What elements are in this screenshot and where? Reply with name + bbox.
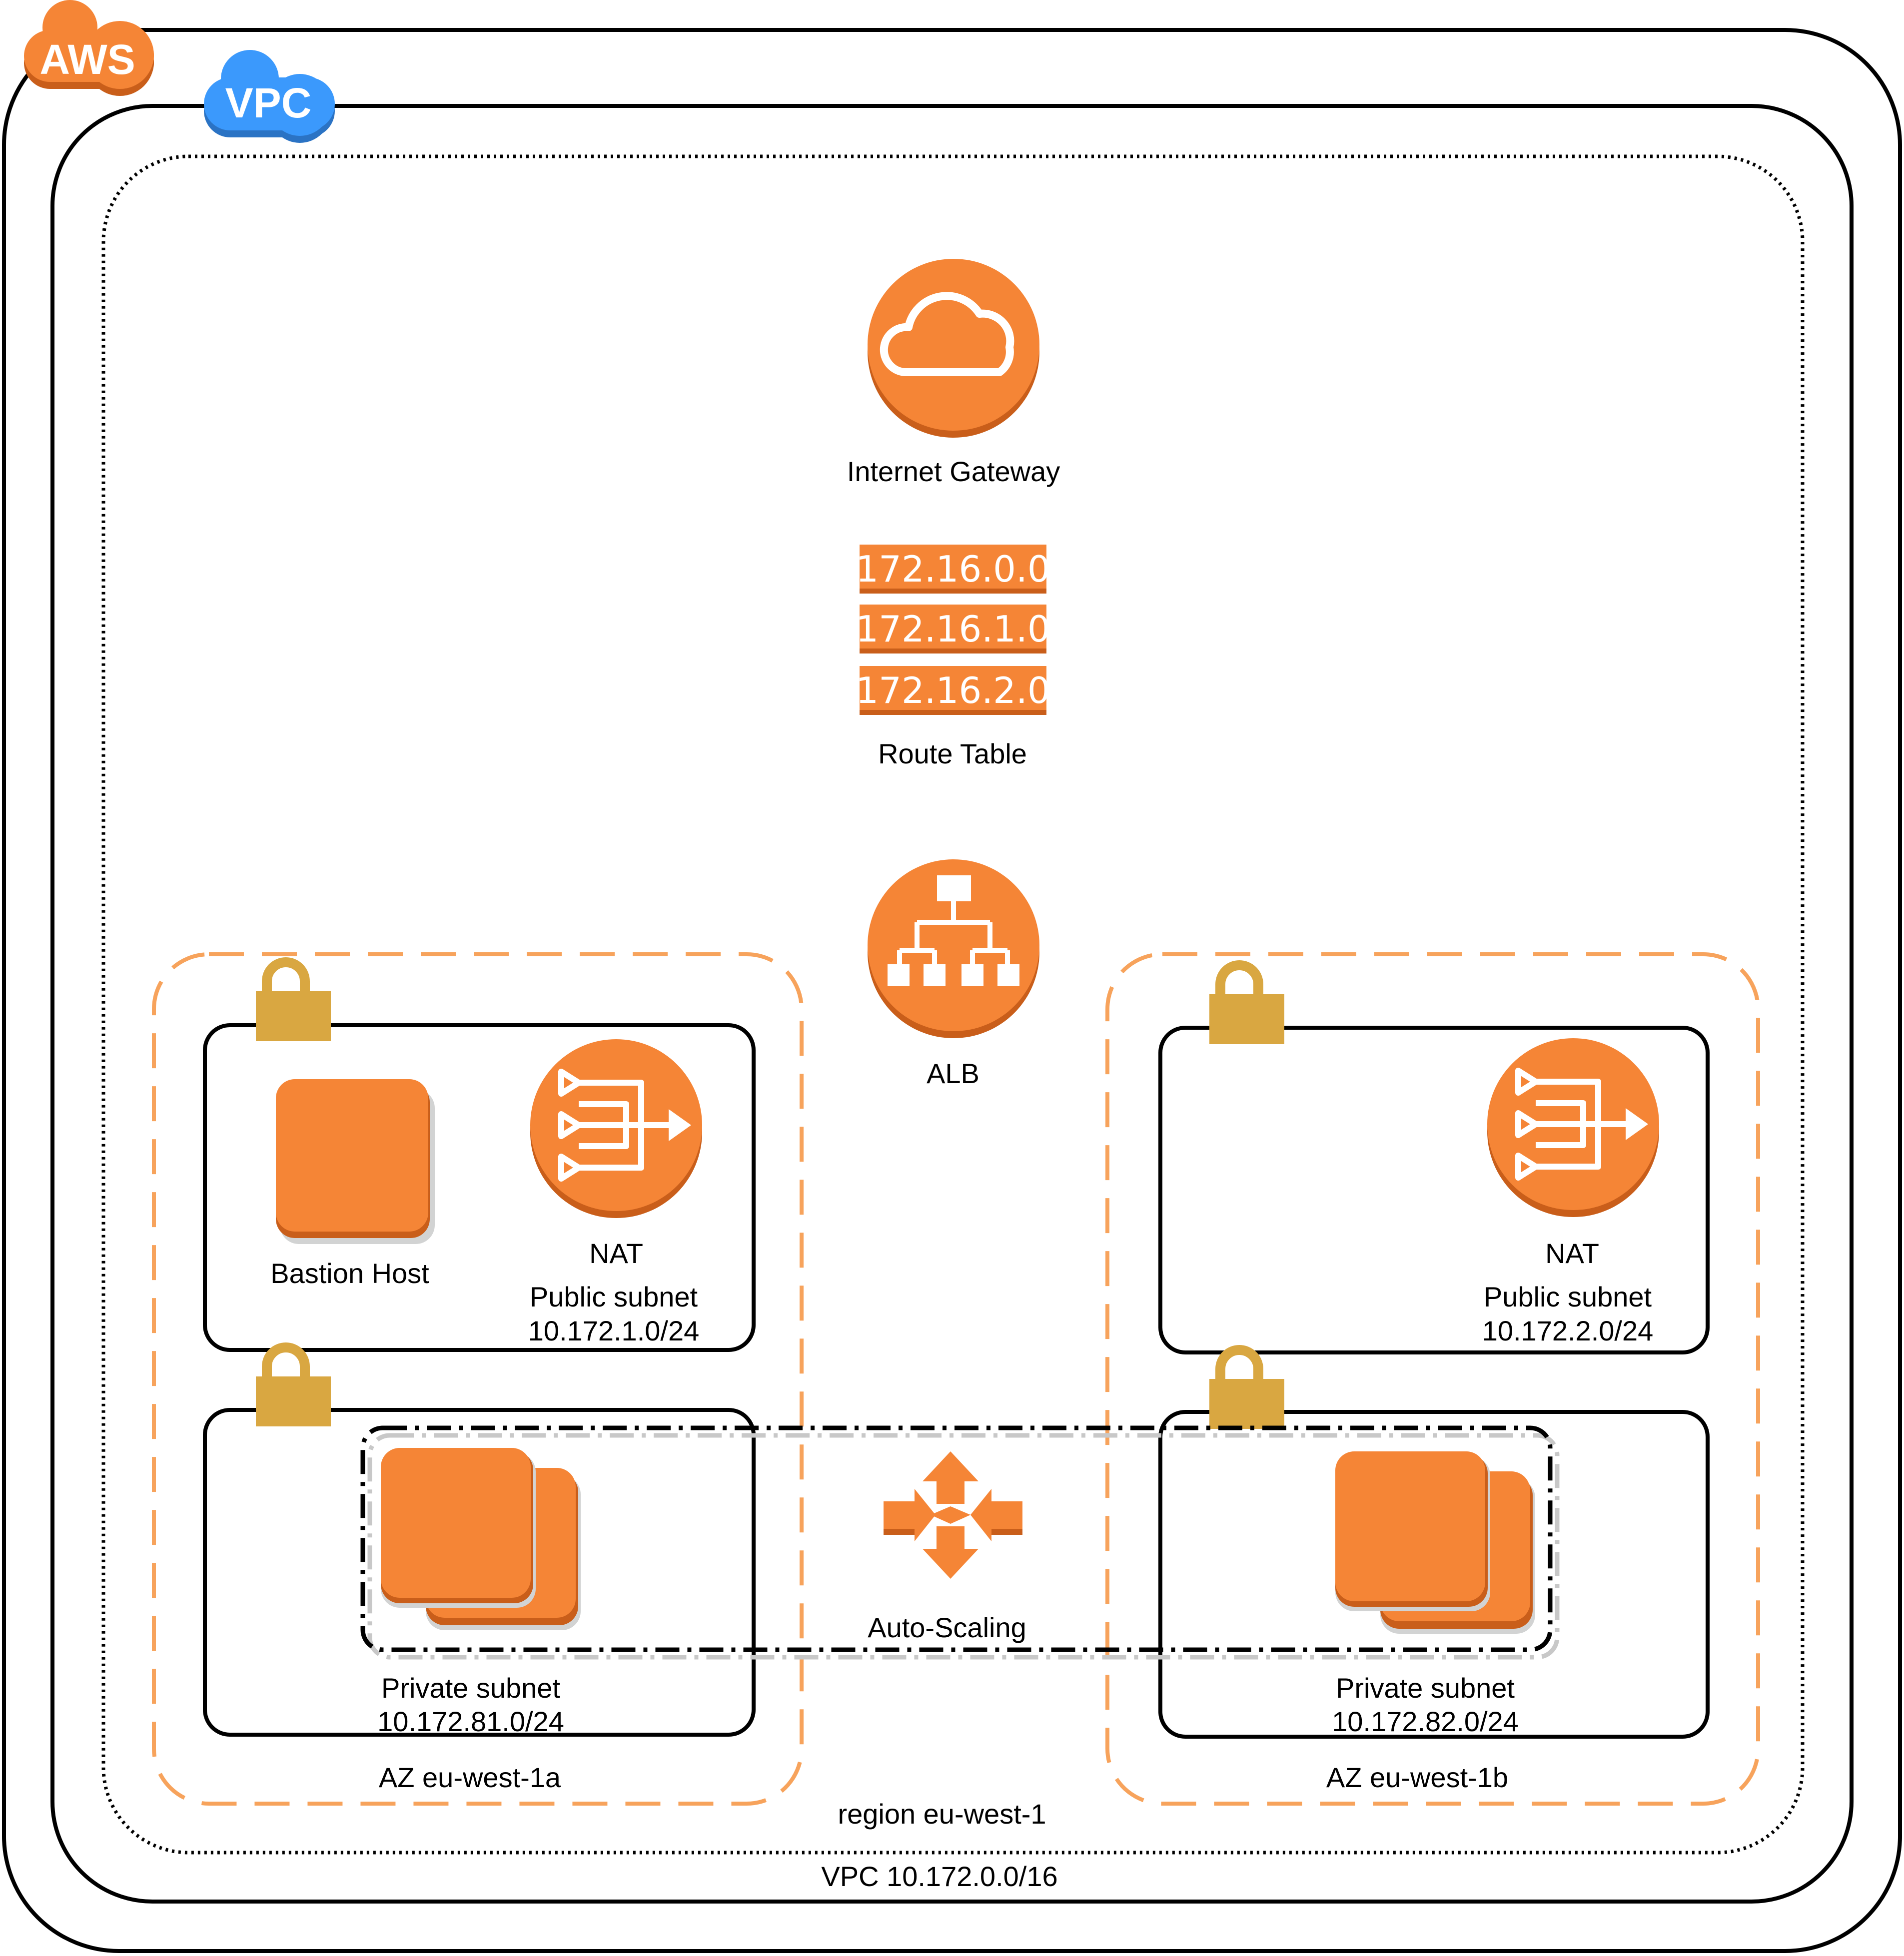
route-entry: 172.16.1.0	[856, 608, 1050, 650]
region-boundary	[101, 154, 1805, 1855]
route-table: 172.16.0.0 172.16.1.0 172.16.2.0	[856, 545, 1050, 715]
public-subnet-name: Public subnet	[530, 1281, 698, 1312]
aws-badge-label: AWS	[39, 36, 135, 83]
public-subnet-b	[1158, 1026, 1710, 1354]
bastion-host-icon	[276, 1079, 435, 1244]
region-label: region eu-west-1	[838, 1798, 1046, 1830]
az-a-label: AZ eu-west-1a	[379, 1762, 561, 1793]
route-entry: 172.16.2.0	[856, 669, 1050, 711]
auto-scaling-group-boundary	[360, 1425, 1553, 1652]
load-balancer-icon	[868, 859, 1039, 1038]
ec2-instances-icon	[381, 1448, 581, 1630]
vpc-label: VPC 10.172.0.0/16	[821, 1861, 1057, 1892]
lock-icon	[1209, 965, 1284, 1044]
private-subnet-b	[1158, 1410, 1710, 1739]
auto-scaling-icon	[884, 1451, 1022, 1579]
route-entry: 172.16.0.0	[856, 548, 1050, 590]
vpc-boundary	[50, 104, 1854, 1904]
lock-icon	[256, 1347, 331, 1426]
bastion-host-label: Bastion Host	[270, 1258, 429, 1289]
private-subnet-name: Private subnet	[381, 1672, 560, 1704]
internet-gateway	[868, 259, 1039, 438]
nat-label: NAT	[589, 1238, 643, 1269]
alb-label: ALB	[927, 1058, 979, 1089]
public-subnet-name: Public subnet	[1484, 1281, 1652, 1312]
lock-icon	[1209, 1350, 1284, 1429]
ec2-instances-icon	[1335, 1451, 1535, 1634]
private-subnet-a	[203, 1408, 756, 1737]
cloud-icon	[880, 292, 1014, 376]
az-a-boundary	[152, 952, 804, 1806]
az-b-boundary	[1105, 952, 1760, 1806]
az-b-label: AZ eu-west-1b	[1326, 1762, 1508, 1793]
private-subnet-cidr: 10.172.82.0/24	[1332, 1706, 1519, 1737]
vpc-badge-label: VPC	[225, 79, 312, 126]
nat-label: NAT	[1545, 1238, 1599, 1269]
internet-gateway-label: Internet Gateway	[847, 456, 1060, 487]
private-subnet-cidr: 10.172.81.0/24	[377, 1706, 564, 1737]
auto-scaling-label: Auto-Scaling	[868, 1612, 1026, 1643]
public-subnet-cidr: 10.172.2.0/24	[1482, 1315, 1654, 1346]
nat-gateway-icon	[530, 1039, 702, 1218]
private-subnet-name: Private subnet	[1336, 1672, 1515, 1704]
public-subnet-cidr: 10.172.1.0/24	[528, 1315, 700, 1346]
public-subnet-a	[203, 1023, 756, 1352]
lock-icon	[256, 962, 331, 1041]
aws-cloud-icon: AWS	[24, 0, 154, 96]
route-table-label: Route Table	[878, 738, 1027, 769]
nat-gateway-icon	[1487, 1038, 1659, 1217]
aws-cloud-boundary	[2, 28, 1902, 1953]
auto-scaling-group-shadow	[367, 1433, 1560, 1660]
vpc-cloud-icon: VPC	[204, 50, 335, 143]
